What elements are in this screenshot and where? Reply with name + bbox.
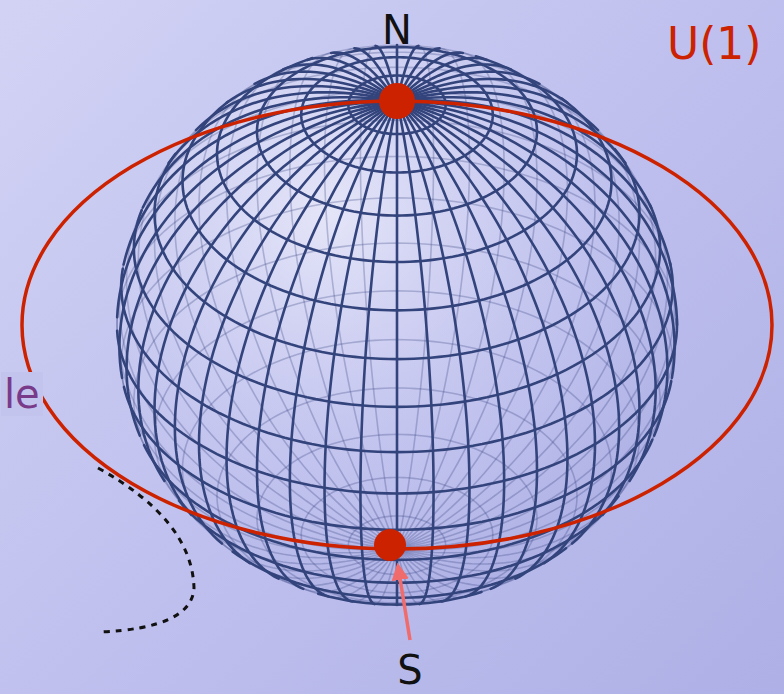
grid-line <box>138 101 397 481</box>
cut-label: le <box>1 372 43 416</box>
dotted-curve <box>98 468 194 632</box>
grid-line <box>257 101 397 588</box>
grid-line <box>155 154 397 359</box>
grid-line <box>397 101 639 515</box>
grid-line <box>397 101 619 543</box>
pole-label: N <box>379 8 415 52</box>
sphere-grid-back <box>117 45 677 605</box>
grid-line <box>175 101 397 543</box>
grid-line <box>397 101 677 325</box>
south-pole-dot <box>374 529 406 561</box>
u1-orbit <box>22 101 772 549</box>
grid-line <box>397 101 667 435</box>
grid-line <box>397 100 670 264</box>
sphere-body <box>117 45 677 605</box>
grid-line <box>290 101 397 596</box>
sphere-grid-front <box>117 45 677 605</box>
grid-line-back <box>397 325 677 549</box>
grid-line <box>397 101 434 604</box>
group-label: U(1) <box>664 20 765 68</box>
grid-line <box>360 101 397 604</box>
grid-line <box>396 101 399 605</box>
pole-label: S <box>394 648 425 692</box>
grid-line <box>117 101 397 317</box>
north-pole-dot <box>379 83 415 119</box>
pointer-arrow <box>398 566 410 640</box>
grid-line <box>397 101 469 601</box>
grid-line <box>397 149 639 359</box>
grid-line <box>397 101 675 378</box>
